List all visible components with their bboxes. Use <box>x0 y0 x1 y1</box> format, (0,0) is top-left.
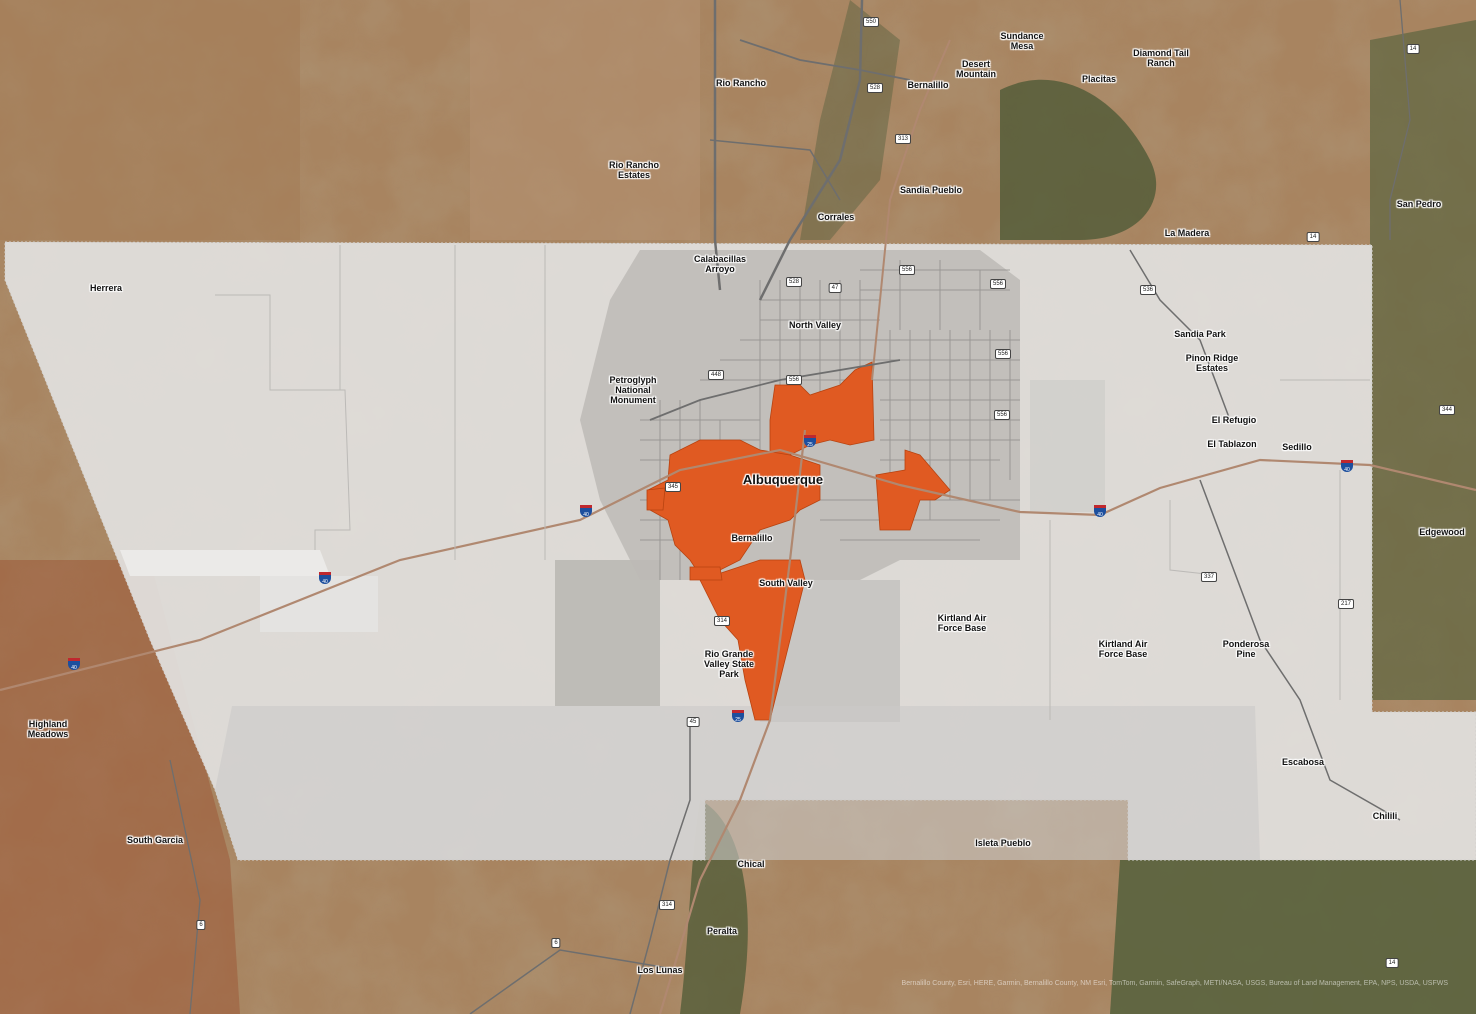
place-label: Chical <box>737 859 765 869</box>
place-label: Rio Rancho Estates <box>608 160 659 180</box>
route-shield: 6 <box>551 938 561 948</box>
interstate-shield-icon: 25 <box>804 435 816 448</box>
route-shield: 448 <box>707 370 725 380</box>
place-label: Rio Rancho <box>715 78 767 88</box>
place-label: El Tablazon <box>1207 439 1257 449</box>
place-label: Chilili <box>1372 811 1398 821</box>
place-label: Bernalillo <box>907 80 949 90</box>
place-label: Edgewood <box>1419 527 1465 537</box>
route-shield: 45 <box>686 717 700 727</box>
interstate-shield-icon: 40 <box>1094 505 1106 518</box>
route-shield: 528 <box>866 83 884 93</box>
route-shield: 14 <box>1306 232 1320 242</box>
route-shield: 217 <box>1337 599 1355 609</box>
street-grid <box>640 260 1020 580</box>
city-label: Albuquerque <box>742 472 824 487</box>
place-label: Petroglyph National Monument <box>609 375 657 405</box>
place-label: Pinon Ridge Estates <box>1185 353 1239 373</box>
place-label: Isleta Pueblo <box>975 838 1031 848</box>
place-label: Sedillo <box>1282 442 1312 452</box>
place-label: Sandia Pueblo <box>899 185 963 195</box>
route-shield: 14 <box>1406 44 1420 54</box>
interstate-shield-icon: 40 <box>580 505 592 518</box>
route-shield: 313 <box>894 134 912 144</box>
place-label: South Garcia <box>126 835 184 845</box>
place-label: Sundance Mesa <box>1000 31 1044 51</box>
route-shield: 6 <box>196 920 206 930</box>
place-label: North Valley <box>788 320 842 330</box>
route-shield: 556 <box>993 410 1011 420</box>
place-label: San Pedro <box>1396 199 1442 209</box>
place-label: Calabacillas Arroyo <box>693 254 747 274</box>
interstate-shield-icon: 40 <box>319 572 331 585</box>
place-label: Kirtland Air Force Base <box>1098 639 1148 659</box>
place-label: South Valley <box>759 578 813 588</box>
route-shield: 556 <box>785 375 803 385</box>
place-label: Los Lunas <box>637 965 683 975</box>
place-label: Placitas <box>1081 74 1117 84</box>
route-shield: 528 <box>785 277 803 287</box>
place-label: Peralta <box>706 926 738 936</box>
interstate-shield-icon: 40 <box>68 658 80 671</box>
route-shield: 550 <box>862 17 880 27</box>
route-shield: 14 <box>1385 958 1399 968</box>
place-label: Escabosa <box>1281 757 1325 767</box>
place-label: Rio Grande Valley State Park <box>703 649 755 679</box>
place-label: Highland Meadows <box>27 719 69 739</box>
route-shield: 556 <box>994 349 1012 359</box>
interstate-shield-icon: 25 <box>732 710 744 723</box>
map-attribution[interactable]: Bernalillo County, Esri, HERE, Garmin, B… <box>901 980 1448 987</box>
place-label: Diamond Tail Ranch <box>1133 48 1189 68</box>
route-shield: 344 <box>1438 405 1456 415</box>
route-shield: 556 <box>898 265 916 275</box>
tract-boundaries <box>215 245 1370 720</box>
interstate-shield-icon: 40 <box>1341 460 1353 473</box>
highlighted-tracts <box>646 361 951 721</box>
place-label: Kirtland Air Force Base <box>937 613 987 633</box>
route-shield: 314 <box>713 616 731 626</box>
place-label: Bernalillo <box>731 533 773 543</box>
route-shield: 536 <box>1139 285 1157 295</box>
place-label: Sandia Park <box>1174 329 1226 339</box>
place-label: Ponderosa Pine <box>1222 639 1270 659</box>
route-shield: 314 <box>658 900 676 910</box>
place-label: Corrales <box>817 212 855 222</box>
route-shield: 345 <box>664 482 682 492</box>
route-shield: 337 <box>1200 572 1218 582</box>
place-label: La Madera <box>1164 228 1210 238</box>
place-label: El Refugio <box>1211 415 1257 425</box>
place-label: Desert Mountain <box>956 59 996 79</box>
place-label: Herrera <box>89 283 123 293</box>
route-shield: 556 <box>989 279 1007 289</box>
route-shield: 47 <box>828 283 842 293</box>
